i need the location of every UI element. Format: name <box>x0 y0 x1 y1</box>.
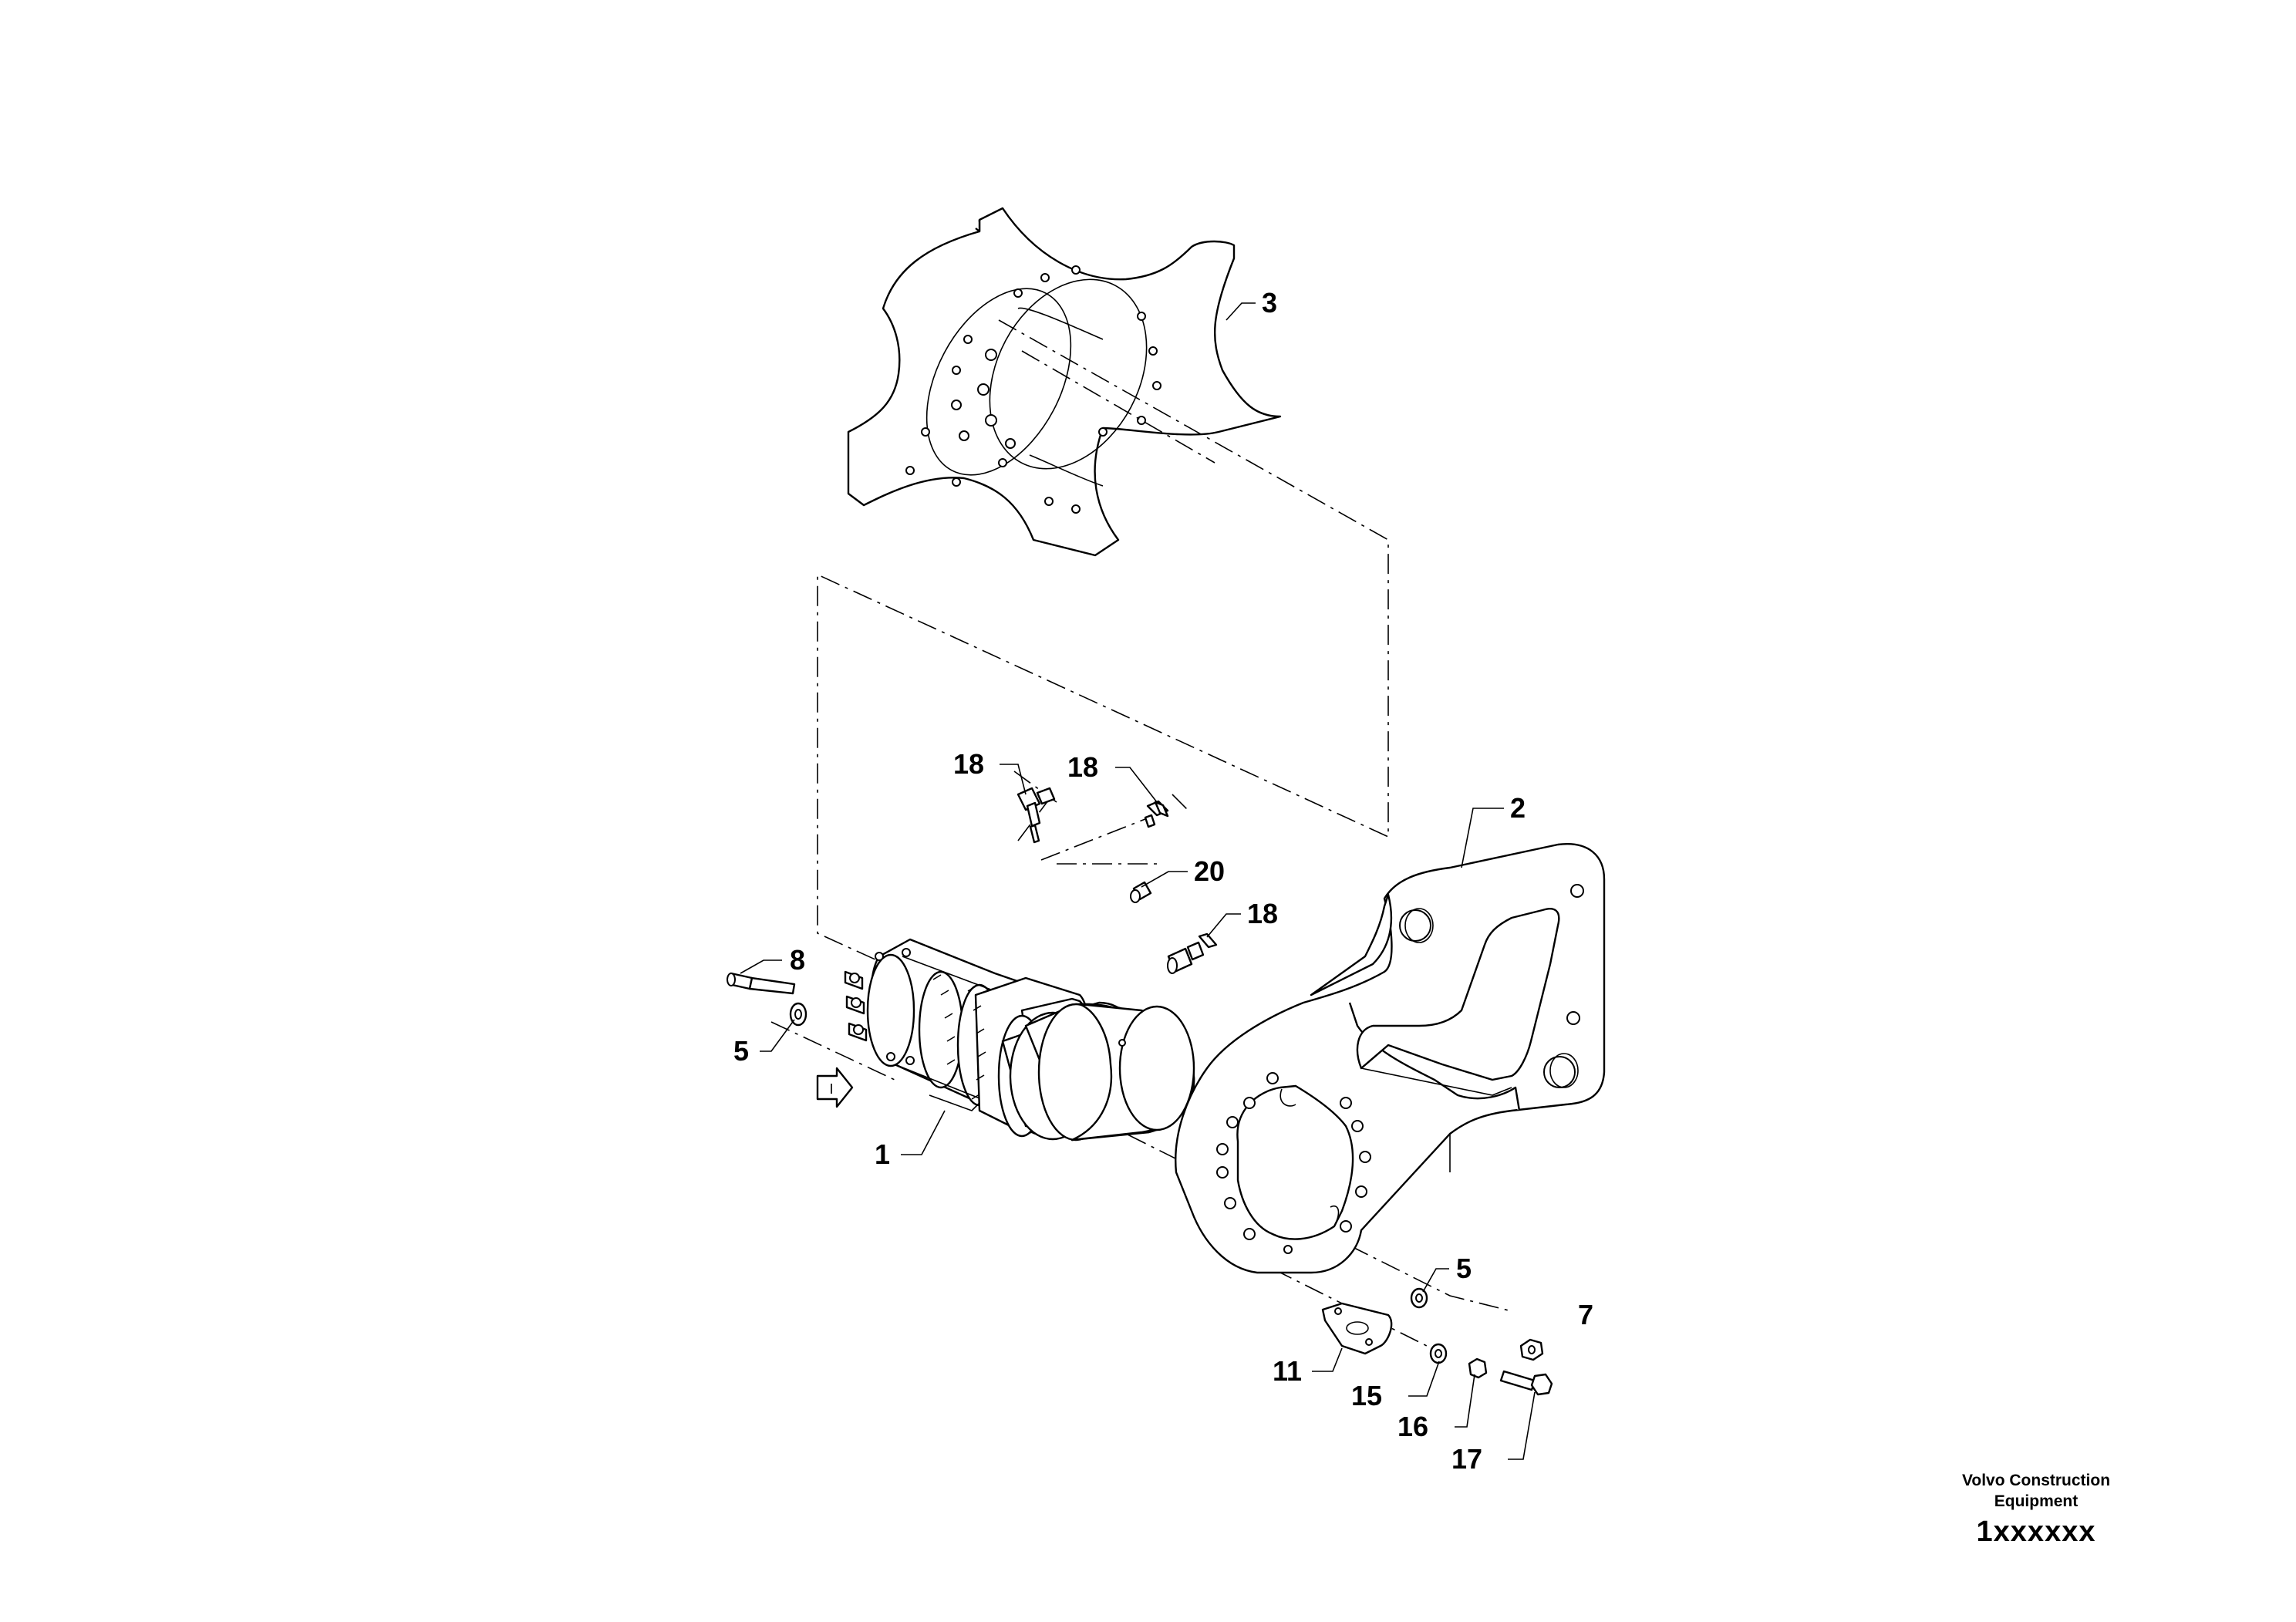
callout-leaders <box>740 302 1536 1460</box>
washer-part-15 <box>1429 1343 1448 1364</box>
callout-2: 2 <box>1510 792 1526 824</box>
callout-15: 15 <box>1351 1380 1382 1411</box>
mounting-plate-part-3 <box>847 207 1282 557</box>
nut-part-7 <box>1519 1338 1544 1361</box>
bolt-part-8 <box>727 972 796 995</box>
callout-16: 16 <box>1397 1411 1428 1442</box>
callout-7: 7 <box>1578 1299 1593 1330</box>
fitting-part-20 <box>1130 881 1152 903</box>
company-name-line-2: Equipment <box>1994 1492 2079 1510</box>
callout-labels: 3 2 18 18 20 18 8 5 1 5 7 11 15 16 17 <box>733 287 1593 1475</box>
callout-11: 11 <box>1273 1355 1302 1387</box>
fitting-part-18-left <box>1017 787 1056 844</box>
bracket-part-2 <box>1175 843 1606 1274</box>
callout-8: 8 <box>790 944 805 976</box>
callout-18-left: 18 <box>953 748 984 780</box>
nut-part-16 <box>1468 1357 1488 1379</box>
washer-part-5-right <box>1410 1287 1428 1309</box>
callout-20: 20 <box>1194 855 1225 887</box>
company-name-line-1: Volvo Construction <box>1961 1472 2111 1489</box>
view-direction-arrow: I <box>816 1067 854 1108</box>
drawing-number: 1xxxxxx <box>1976 1516 2096 1548</box>
callout-17: 17 <box>1451 1443 1482 1475</box>
callout-3: 3 <box>1262 287 1277 319</box>
bolt-part-17 <box>1499 1370 1553 1396</box>
callout-18-right: 18 <box>1247 898 1278 929</box>
plate-part-11 <box>1321 1302 1393 1355</box>
motor-assembly-part-1 <box>844 938 1195 1141</box>
callout-5-right: 5 <box>1456 1253 1472 1284</box>
fitting-part-18-middle <box>1144 800 1169 828</box>
view-arrow-letter: I <box>829 1081 833 1097</box>
callout-1: 1 <box>875 1138 890 1170</box>
callout-5-left: 5 <box>733 1035 749 1067</box>
fitting-part-18-right <box>1167 932 1218 974</box>
callout-18-middle: 18 <box>1067 751 1098 783</box>
